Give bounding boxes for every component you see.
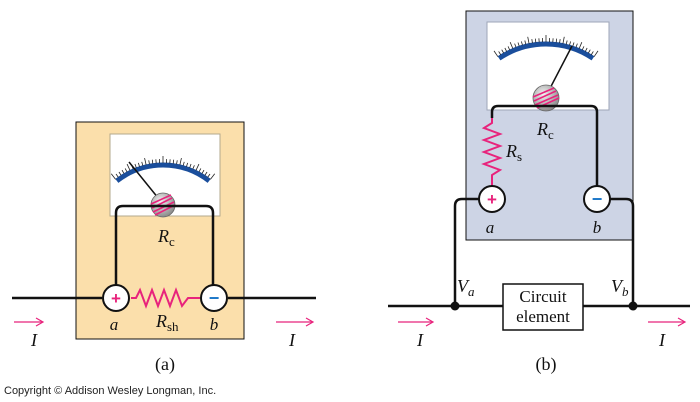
scale-tick <box>137 162 140 167</box>
ammeter-plus-terminal <box>102 284 130 312</box>
circuit-element-label-line1: Circuit <box>519 287 566 306</box>
scale-tick <box>204 171 208 176</box>
shunt-resistor <box>131 287 200 309</box>
scale-tick <box>172 159 175 164</box>
series-resistance-label: Rs <box>505 141 522 164</box>
scale-tick <box>501 49 505 54</box>
ammeter-minus-terminal <box>200 284 228 312</box>
probe-lead-left <box>453 197 479 306</box>
ammeter-panel: + − Rc Rsh a b I I (a) <box>12 121 316 375</box>
voltmeter-panel: + − Rc Rs a b Circuit element Va Vb I I … <box>388 10 690 375</box>
scale-tick <box>186 162 189 167</box>
coil-resistance-label-b: Rc <box>536 119 554 142</box>
scale-tick <box>578 42 583 49</box>
scale-tick <box>151 159 154 164</box>
current-label-left-b: I <box>416 330 424 350</box>
voltage-label-a: Va <box>457 276 475 299</box>
node-b-label-a: b <box>210 315 219 334</box>
scale-tick <box>562 36 565 44</box>
scale-tick <box>524 40 527 45</box>
scale-tick <box>124 168 128 173</box>
voltmeter-minus-sign: − <box>592 189 603 209</box>
scale-tick <box>148 160 150 165</box>
scale-tick <box>493 50 499 57</box>
ammeter-minus-sign: − <box>209 288 220 308</box>
scale-tick <box>201 169 205 174</box>
scale-tick <box>207 173 211 178</box>
current-arrow-right-a <box>276 317 315 327</box>
current-arrow-left-b <box>398 317 435 327</box>
voltage-label-b: Vb <box>611 276 629 299</box>
scale-tick <box>189 163 192 168</box>
scale-tick <box>521 41 523 46</box>
copyright-notice: Copyright © Addison Wesley Longman, Inc. <box>4 385 216 397</box>
scale-tick <box>565 40 568 45</box>
circuit-element-label-line2: element <box>516 307 570 326</box>
voltmeter-internal-wire <box>490 104 599 186</box>
probe-lead-right <box>610 197 635 306</box>
scale-tick <box>575 43 578 48</box>
scale-tick <box>110 173 116 180</box>
scale-tick <box>584 47 588 52</box>
scale-tick <box>144 157 147 165</box>
scale-tick <box>179 157 182 165</box>
scale-tick <box>507 46 511 51</box>
scale-tick <box>182 161 185 166</box>
scale-tick <box>559 39 561 44</box>
scale-tick <box>195 163 200 171</box>
scale-tick <box>141 161 144 166</box>
scale-arc <box>115 162 211 183</box>
current-arrow-right-b <box>648 317 687 327</box>
scale-tick <box>527 36 530 44</box>
scale-tick <box>569 41 571 46</box>
node-b-label-b: b <box>593 218 602 237</box>
scale-arc <box>497 41 595 61</box>
scale-tick <box>509 42 514 49</box>
scale-tick <box>572 42 575 47</box>
scale-tick <box>192 165 195 170</box>
scale-tick <box>115 173 119 178</box>
scale-tick <box>118 171 122 176</box>
scale-tick <box>590 51 594 56</box>
scale-tick <box>498 51 502 56</box>
scale-tick <box>514 43 517 48</box>
caption-a: (a) <box>155 354 175 375</box>
scale-tick <box>121 169 125 174</box>
scale-tick <box>198 168 202 173</box>
scale-tick <box>593 50 599 57</box>
scale-tick <box>126 163 131 171</box>
scale-tick <box>176 160 178 165</box>
scale-tick <box>587 49 591 54</box>
junction-node-b <box>628 301 638 311</box>
ammeter-internal-wire <box>114 204 215 290</box>
current-label-right-a: I <box>288 330 296 350</box>
scale-tick <box>134 163 137 168</box>
node-a-label-a: a <box>110 315 119 334</box>
scale-tick <box>581 46 585 51</box>
shunt-resistance-label: Rsh <box>155 311 179 334</box>
current-label-right-b: I <box>658 330 666 350</box>
scale-tick <box>504 47 508 52</box>
junction-node-a <box>450 301 460 311</box>
scale-tick <box>210 173 216 180</box>
series-resistor <box>481 118 503 186</box>
coil-resistance-label-a: Rc <box>157 226 175 249</box>
circuit-element-box <box>502 283 584 331</box>
current-arrow-left-a <box>14 317 45 327</box>
node-a-label-b: a <box>486 218 495 237</box>
voltmeter-plus-sign: + <box>487 190 497 209</box>
ammeter-scale <box>110 156 216 183</box>
caption-b: (b) <box>536 354 557 375</box>
scale-tick <box>531 39 533 44</box>
scale-tick <box>517 42 520 47</box>
voltmeter-scale <box>493 35 599 61</box>
current-label-left-a: I <box>30 330 38 350</box>
ammeter-plus-sign: + <box>111 289 121 308</box>
